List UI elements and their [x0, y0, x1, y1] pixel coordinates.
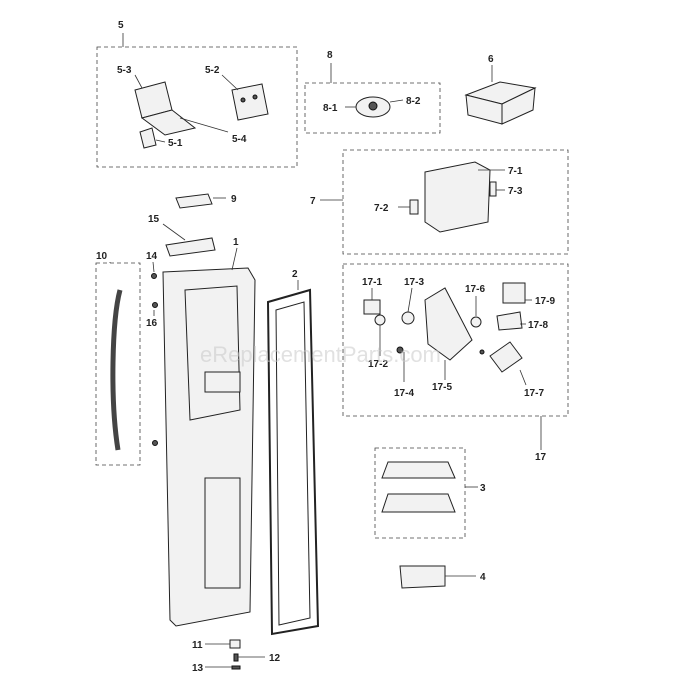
part-8-1-actuator: [355, 96, 391, 118]
label-8-2: 8-2: [406, 96, 421, 107]
label-5-1: 5-1: [168, 138, 183, 149]
label-5-4: 5-4: [232, 134, 247, 145]
part-4-bin: [399, 565, 446, 589]
label-7-1: 7-1: [508, 166, 523, 177]
label-11: 11: [192, 640, 203, 651]
part-13-washer: [231, 665, 241, 670]
leader-lines: [109, 33, 542, 668]
label-9: 9: [231, 194, 237, 205]
part-1-door: [162, 267, 256, 627]
label-13: 13: [192, 663, 204, 674]
label-17-4: 17-4: [394, 388, 414, 399]
watermark-text: eReplacementParts.com: [200, 342, 441, 367]
part-14-screw: [151, 273, 157, 279]
label-5: 5: [118, 20, 124, 31]
label-15: 15: [148, 214, 160, 225]
group-box-3: [374, 447, 466, 539]
group-box-5: [96, 46, 298, 168]
label-14: 14: [146, 251, 158, 262]
group-box-17: [342, 263, 569, 417]
label-4: 4: [480, 572, 486, 583]
label-1: 1: [233, 237, 239, 248]
label-17-5: 17-5: [432, 382, 452, 393]
part-16-screw: [152, 302, 158, 308]
part-5-2-board: [231, 83, 269, 121]
part-17-assembly: [363, 282, 526, 373]
label-5-2: 5-2: [205, 65, 220, 76]
part-11-hinge: [229, 639, 241, 649]
label-17-2: 17-2: [368, 359, 388, 370]
label-7-3: 7-3: [508, 186, 523, 197]
label-8-1: 8-1: [323, 103, 338, 114]
part-15-trim: [165, 237, 216, 257]
label-17-1: 17-1: [362, 277, 382, 288]
part-6-ice-bucket: [464, 81, 537, 125]
part-7-1-dispenser-housing: [409, 161, 497, 233]
part-handle-screw: [152, 440, 158, 446]
label-7-2: 7-2: [374, 203, 389, 214]
part-5-1-clip: [139, 127, 157, 149]
part-12-pin: [233, 653, 239, 662]
label-17-3: 17-3: [404, 277, 424, 288]
group-box-8: [304, 82, 441, 134]
group-box-7: [342, 149, 569, 255]
part-3-door-bins: [381, 461, 456, 513]
label-5-3: 5-3: [117, 65, 132, 76]
label-17: 17: [535, 452, 547, 463]
part-9-cover: [175, 193, 213, 209]
label-12: 12: [269, 653, 281, 664]
part-2-gasket: [266, 288, 320, 636]
label-17-9: 17-9: [535, 296, 555, 307]
label-8: 8: [327, 50, 333, 61]
part-10-handle: [110, 289, 123, 451]
label-2: 2: [292, 269, 298, 280]
label-7: 7: [310, 196, 316, 207]
label-3: 3: [480, 483, 486, 494]
label-17-7: 17-7: [524, 388, 544, 399]
label-17-8: 17-8: [528, 320, 548, 331]
label-10: 10: [96, 251, 108, 262]
group-box-10: [95, 262, 141, 466]
part-5-3-housing: [134, 81, 197, 136]
label-6: 6: [488, 54, 494, 65]
label-16: 16: [146, 318, 158, 329]
label-17-6: 17-6: [465, 284, 485, 295]
